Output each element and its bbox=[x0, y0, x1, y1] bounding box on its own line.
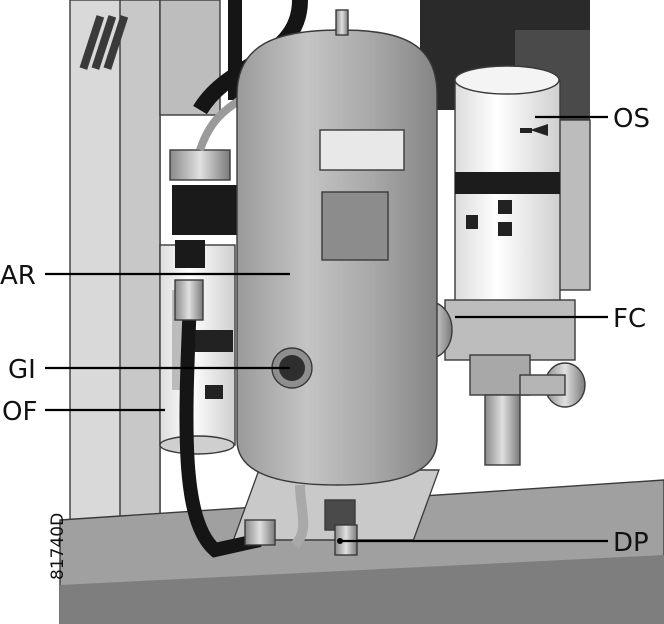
callouts: OS AR FC GI OF DP bbox=[0, 104, 650, 558]
leader-dp-dot bbox=[337, 538, 343, 544]
oil-filter bbox=[159, 244, 236, 455]
callout-of: OF bbox=[2, 397, 37, 427]
callout-os: OS bbox=[613, 104, 650, 134]
sight-glass bbox=[271, 347, 313, 389]
drain-pipe bbox=[291, 484, 358, 556]
oil-separator bbox=[454, 65, 561, 311]
base-plate bbox=[59, 469, 664, 624]
leader-lines bbox=[45, 115, 608, 544]
figure-number: 81740D bbox=[48, 513, 68, 580]
air-receiver bbox=[236, 9, 438, 486]
fittings bbox=[169, 96, 276, 546]
callout-ar: AR bbox=[0, 261, 36, 291]
callout-dp: DP bbox=[613, 528, 649, 558]
vent-slots bbox=[79, 15, 129, 70]
callout-fc: FC bbox=[613, 304, 646, 334]
callout-gi: GI bbox=[8, 355, 36, 385]
filter-head bbox=[407, 299, 586, 466]
